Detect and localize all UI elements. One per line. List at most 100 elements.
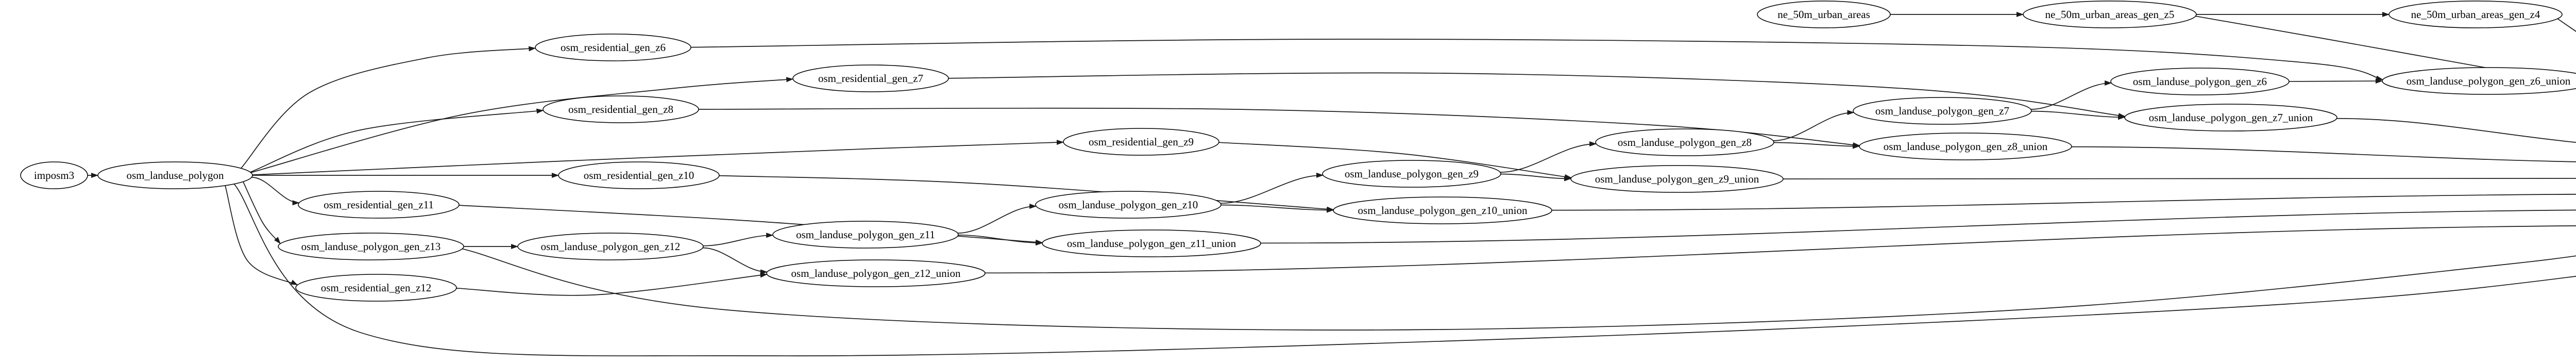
node-shape-ne_50m_urban_areas — [1757, 1, 1891, 28]
node-label-osm_residential_gen_z6: osm_residential_gen_z6 — [561, 41, 666, 54]
node-osm_residential_gen_z11: osm_residential_gen_z11 — [298, 191, 460, 219]
edges-layer — [88, 12, 2576, 356]
edge-osm_landuse_polygon_gen_z11-to-osm_landuse_polygon_gen_z10 — [957, 203, 1037, 234]
node-label-osm_residential_gen_z8: osm_residential_gen_z8 — [568, 103, 673, 116]
node-shape-osm_residential_gen_z11 — [298, 191, 460, 219]
edge-osm_residential_gen_z7-to-osm_landuse_polygon_gen_z7_union — [948, 72, 2126, 119]
node-label-osm_landuse_polygon_gen_z6_union: osm_landuse_polygon_gen_z6_union — [2406, 75, 2571, 87]
edge-osm_landuse_polygon_gen_z8-to-osm_landuse_polygon_gen_z8_union — [1773, 142, 1860, 149]
node-label-osm_landuse_polygon_gen_z6: osm_landuse_polygon_gen_z6 — [2133, 75, 2267, 88]
edge-osm_landuse_polygon_gen_z9_union-to-layer_landuse-z9 — [1783, 177, 2576, 179]
node-label-ne_50m_urban_areas: ne_50m_urban_areas — [1777, 8, 1870, 21]
node-label-imposm3: imposm3 — [34, 169, 74, 182]
edge-ne_50m_urban_areas_gen_z4-to-layer_landuse-z4 — [2557, 18, 2576, 32]
node-label-ne_50m_urban_areas_gen_z4: ne_50m_urban_areas_gen_z4 — [2411, 8, 2540, 21]
edge-osm_landuse_polygon_gen_z10_union-to-layer_landuse-z10 — [1551, 193, 2576, 211]
node-shape-ne_50m_urban_areas_gen_z5 — [2023, 1, 2197, 28]
node-osm_landuse_polygon_gen_z13: osm_landuse_polygon_gen_z13 — [278, 233, 464, 260]
edge-osm_landuse_polygon-to-osm_residential_gen_z8 — [250, 108, 544, 173]
node-label-osm_landuse_polygon_gen_z8: osm_landuse_polygon_gen_z8 — [1618, 136, 1752, 149]
node-osm_landuse_polygon_gen_z12: osm_landuse_polygon_gen_z12 — [517, 233, 704, 260]
node-shape-osm_landuse_polygon_gen_z9 — [1322, 160, 1501, 188]
edge-osm_landuse_polygon_gen_z12-to-osm_landuse_polygon_gen_z11 — [703, 233, 774, 246]
node-imposm3: imposm3 — [20, 161, 88, 189]
edge-osm_landuse_polygon-to-osm_residential_gen_z9 — [252, 140, 1064, 175]
edge-osm_landuse_polygon_gen_z7-to-osm_landuse_polygon_gen_z6 — [2030, 80, 2112, 110]
edge-ne_50m_urban_areas_gen_z5-to-layer_landuse-z5 — [2195, 15, 2576, 86]
node-label-osm_landuse_polygon_gen_z11_union: osm_landuse_polygon_gen_z11_union — [1067, 237, 1236, 250]
node-shape-osm_landuse_polygon_gen_z6 — [2110, 68, 2290, 95]
edge-osm_landuse_polygon_gen_z11_union-to-layer_landuse-z11 — [1260, 209, 2576, 244]
node-shape-osm_landuse_polygon_gen_z6_union — [2382, 67, 2576, 95]
node-label-osm_landuse_polygon_gen_z13: osm_landuse_polygon_gen_z13 — [301, 240, 441, 253]
node-shape-osm_landuse_polygon_gen_z11_union — [1042, 229, 1261, 257]
node-shape-osm_landuse_polygon — [97, 161, 253, 189]
edge-osm_landuse_polygon_gen_z12-to-osm_landuse_polygon_gen_z12_union — [703, 247, 768, 275]
node-shape-osm_landuse_polygon_gen_z12 — [517, 233, 704, 260]
node-label-osm_residential_gen_z9: osm_residential_gen_z9 — [1089, 136, 1194, 148]
node-label-osm_residential_gen_z7: osm_residential_gen_z7 — [818, 72, 923, 85]
node-shape-ne_50m_urban_areas_gen_z4 — [2388, 1, 2563, 28]
node-osm_landuse_polygon_gen_z10_union: osm_landuse_polygon_gen_z10_union — [1333, 196, 1552, 224]
node-osm_landuse_polygon_gen_z8_union: osm_landuse_polygon_gen_z8_union — [1859, 133, 2072, 160]
node-osm_landuse_polygon_gen_z12_union: osm_landuse_polygon_gen_z12_union — [766, 259, 986, 287]
edge-osm_landuse_polygon-to-osm_landuse_polygon_gen_z13 — [243, 182, 281, 244]
edge-osm_landuse_polygon_gen_z13-to-layer_landuse-z13 — [462, 248, 2576, 331]
node-shape-osm_residential_gen_z12 — [295, 274, 457, 302]
node-osm_residential_gen_z12: osm_residential_gen_z12 — [295, 274, 457, 302]
node-label-osm_landuse_polygon_gen_z12: osm_landuse_polygon_gen_z12 — [541, 240, 681, 253]
node-label-osm_landuse_polygon_gen_z9_union: osm_landuse_polygon_gen_z9_union — [1595, 173, 1759, 185]
node-osm_landuse_polygon_gen_z10: osm_landuse_polygon_gen_z10 — [1035, 191, 1222, 219]
node-shape-osm_residential_gen_z10 — [558, 161, 720, 189]
node-label-osm_residential_gen_z11: osm_residential_gen_z11 — [324, 199, 434, 211]
edge-osm_landuse_polygon_gen_z8_union-to-layer_landuse-z8 — [2071, 146, 2576, 162]
node-shape-osm_residential_gen_z8 — [543, 95, 699, 123]
node-shape-osm_landuse_polygon_gen_z9_union — [1570, 165, 1784, 193]
node-ne_50m_urban_areas: ne_50m_urban_areas — [1757, 1, 1891, 28]
node-shape-osm_residential_gen_z7 — [792, 64, 949, 92]
edge-osm_landuse_polygon_gen_z9-to-osm_landuse_polygon_gen_z8 — [1500, 141, 1597, 173]
node-shape-osm_residential_gen_z6 — [535, 34, 691, 61]
node-shape-osm_residential_gen_z9 — [1063, 128, 1219, 156]
edge-osm_residential_gen_z11-to-osm_landuse_polygon_gen_z11_union — [459, 205, 1043, 245]
node-label-ne_50m_urban_areas_gen_z5: ne_50m_urban_areas_gen_z5 — [2045, 8, 2175, 21]
node-shape-osm_landuse_polygon_gen_z8 — [1595, 128, 1774, 156]
node-osm_residential_gen_z8: osm_residential_gen_z8 — [543, 95, 699, 123]
node-osm_residential_gen_z7: osm_residential_gen_z7 — [792, 64, 949, 92]
node-osm_landuse_polygon_gen_z7_union: osm_landuse_polygon_gen_z7_union — [2124, 104, 2337, 131]
edge-osm_landuse_polygon-to-osm_residential_gen_z11 — [251, 176, 300, 206]
edge-osm_landuse_polygon_gen_z10-to-osm_landuse_polygon_gen_z10_union — [1221, 204, 1334, 213]
node-shape-osm_landuse_polygon_gen_z8_union — [1859, 133, 2072, 160]
node-osm_landuse_polygon_gen_z7: osm_landuse_polygon_gen_z7 — [1853, 97, 2032, 125]
edge-osm_landuse_polygon_gen_z12_union-to-layer_landuse-z12 — [985, 225, 2576, 274]
node-label-osm_landuse_polygon_gen_z7_union: osm_landuse_polygon_gen_z7_union — [2149, 111, 2313, 124]
node-shape-osm_landuse_polygon_gen_z7_union — [2124, 104, 2337, 131]
node-shape-osm_landuse_polygon_gen_z13 — [278, 233, 464, 260]
node-osm_residential_gen_z9: osm_residential_gen_z9 — [1063, 128, 1219, 156]
node-label-osm_residential_gen_z10: osm_residential_gen_z10 — [584, 169, 694, 182]
edge-osm_landuse_polygon-to-osm_residential_gen_z12 — [225, 185, 298, 286]
node-label-osm_landuse_polygon_gen_z11: osm_landuse_polygon_gen_z11 — [796, 228, 935, 241]
node-ne_50m_urban_areas_gen_z5: ne_50m_urban_areas_gen_z5 — [2023, 1, 2197, 28]
node-shape-imposm3 — [20, 161, 88, 189]
node-osm_landuse_polygon_gen_z6: osm_landuse_polygon_gen_z6 — [2110, 68, 2290, 95]
edge-osm_landuse_polygon_gen_z8-to-osm_landuse_polygon_gen_z7 — [1773, 110, 1855, 141]
edge-osm_landuse_polygon-to-osm_residential_gen_z7 — [250, 77, 794, 173]
edge-osm_landuse_polygon-to-osm_residential_gen_z6 — [241, 46, 536, 169]
node-osm_landuse_polygon_gen_z8: osm_landuse_polygon_gen_z8 — [1595, 128, 1774, 156]
edge-osm_landuse_polygon_gen_z7-to-osm_landuse_polygon_gen_z7_union — [2031, 110, 2126, 120]
node-osm_landuse_polygon_gen_z11: osm_landuse_polygon_gen_z11 — [772, 221, 959, 249]
node-label-osm_landuse_polygon_gen_z10_union: osm_landuse_polygon_gen_z10_union — [1358, 204, 1528, 217]
node-osm_residential_gen_z6: osm_residential_gen_z6 — [535, 34, 691, 61]
edge-osm_landuse_polygon_gen_z10-to-osm_landuse_polygon_gen_z9 — [1220, 172, 1324, 204]
edge-osm_residential_gen_z12-to-osm_landuse_polygon_gen_z12_union — [456, 272, 768, 296]
node-osm_landuse_polygon_gen_z9_union: osm_landuse_polygon_gen_z9_union — [1570, 165, 1784, 193]
edge-osm_landuse_polygon-to-layer_landuse-z14+ — [233, 184, 2576, 356]
node-ne_50m_urban_areas_gen_z4: ne_50m_urban_areas_gen_z4 — [2388, 1, 2563, 28]
node-osm_landuse_polygon_gen_z6_union: osm_landuse_polygon_gen_z6_union — [2382, 67, 2576, 95]
node-label-osm_landuse_polygon_gen_z7: osm_landuse_polygon_gen_z7 — [1875, 105, 2009, 117]
node-shape-osm_landuse_polygon_gen_z10_union — [1333, 196, 1552, 224]
